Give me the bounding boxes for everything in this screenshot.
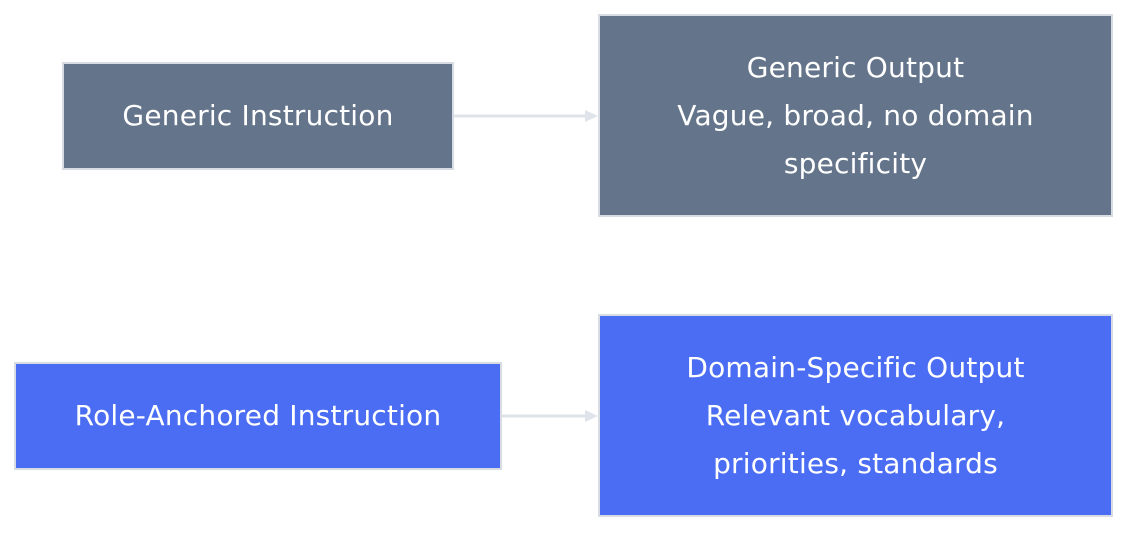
role-edge-arrowhead [585, 410, 598, 422]
generic-instruction-node: Generic Instruction [62, 62, 454, 170]
generic-output-description-line-1: Vague, broad, no domain [677, 98, 1034, 132]
domain-output-title: Domain-Specific Output [686, 350, 1025, 384]
role-anchored-instruction-node: Role-Anchored Instruction [14, 362, 502, 470]
generic-instruction-label: Generic Instruction [122, 99, 394, 132]
generic-output-node: Generic Output Vague, broad, no domain s… [598, 14, 1113, 217]
domain-output-description-line-2: priorities, standards [713, 446, 998, 480]
role-anchored-instruction-label: Role-Anchored Instruction [74, 399, 442, 432]
generic-output-description-line-2: specificity [783, 146, 928, 180]
generic-output-title: Generic Output [746, 50, 965, 84]
generic-edge-arrowhead [585, 110, 598, 122]
domain-output-description-line-1: Relevant vocabulary, [705, 398, 1006, 432]
domain-specific-output-node: Domain-Specific Output Relevant vocabula… [598, 314, 1113, 517]
